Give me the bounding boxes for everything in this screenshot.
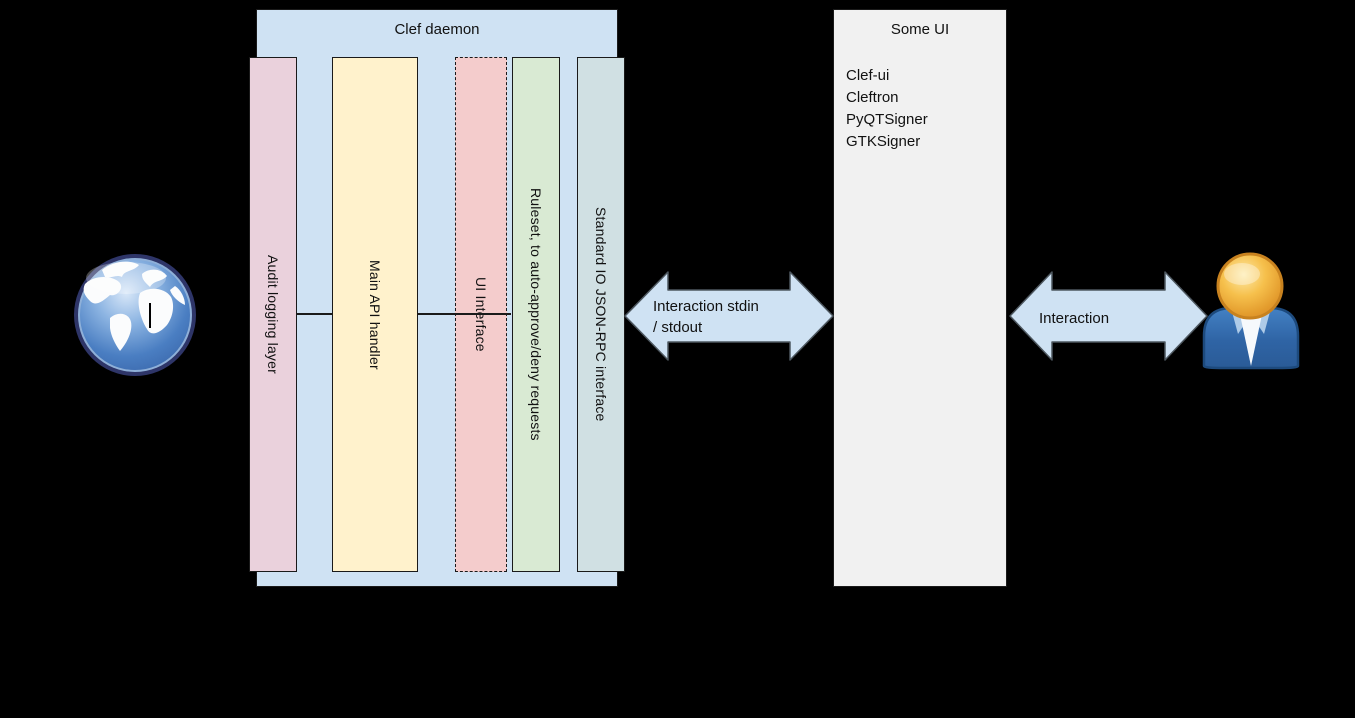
globe-icon [72,252,198,378]
some-ui-box: Some UI Clef-ui Cleftron PyQTSigner GTKS… [833,9,1007,587]
connector-line [297,313,332,315]
bar-audit-logging-layer: Audit logging layer [249,57,297,572]
clef-daemon-box: Clef daemon [256,9,618,587]
bar-main-api-handler: Main API handler [332,57,418,572]
bar-label: Standard IO JSON-RPC interface [593,207,609,422]
list-item: GTKSigner [846,133,921,150]
list-item: Cleftron [846,89,899,106]
list-item: Clef-ui [846,67,890,84]
connector-line [418,313,511,315]
user-icon [1200,252,1302,370]
arrow-label-line2: / stdout [653,319,703,336]
bar-ruleset: Ruleset, to auto-approve/deny requests [512,57,560,572]
stdin-stdout-arrow-label: Interaction stdin / stdout [653,296,759,338]
clef-daemon-title: Clef daemon [394,21,480,38]
arrow-label-line1: Interaction stdin [653,298,759,315]
bar-label: Ruleset, to auto-approve/deny requests [528,188,544,441]
bar-stdio-jsonrpc-interface: Standard IO JSON-RPC interface [577,57,625,572]
connector-stub [149,303,151,328]
some-ui-title: Some UI [890,21,950,38]
list-item: PyQTSigner [846,111,928,128]
bar-label: Audit logging layer [265,255,281,374]
interaction-arrow-label: Interaction [1039,310,1110,327]
interaction-arrow-icon [1009,271,1208,361]
stdin-stdout-arrow-icon [624,271,834,361]
bar-label: Main API handler [367,259,383,370]
some-ui-list: Clef-ui Cleftron PyQTSigner GTKSigner [846,65,1000,153]
